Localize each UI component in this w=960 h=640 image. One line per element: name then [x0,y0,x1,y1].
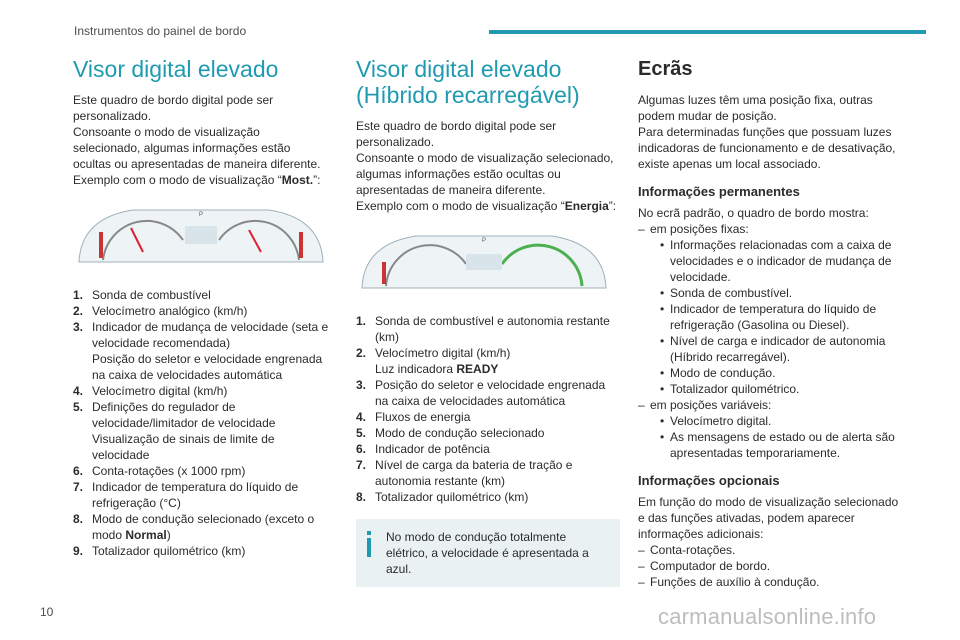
list-item: 7.Indicador de temperatura do líquido de… [73,480,299,510]
list-item: 9.Totalizador quilométrico (km) [73,544,246,558]
list-item: 7.Nível de carga da bateria de tração e … [356,458,573,488]
list-item: 5.Modo de condução selecionado [356,426,545,440]
list-item: •Sonda de combustível. [660,286,793,300]
list-item: •Modo de condução. [660,366,776,380]
section-title: Visor digital elevado [73,56,279,82]
list-item: 3.Posição do seletor e velocidade engren… [356,378,606,408]
list-item: 8.Modo de condução selecionado (exceto o… [73,512,315,542]
column-ecras: Ecrãs Algumas luzes têm uma posição fixa… [638,56,900,590]
paragraph: Consoante o modo de visualização selecio… [73,125,321,171]
list-item: •Velocímetro digital. [660,414,772,428]
legend-list: 1.Sonda de combustível 2.Velocímetro ana… [73,287,329,559]
list-item: 1.Sonda de combustível e autonomia resta… [356,314,610,344]
list-item: 2.Velocímetro digital (km/h)Luz indicado… [356,346,511,376]
paragraph: Algumas luzes têm uma posição fixa, outr… [638,93,873,123]
list-item: –em posições fixas: [638,222,749,236]
legend-list: 1.Sonda de combustível e autonomia resta… [356,313,620,505]
svg-text:P: P [482,238,486,244]
list-item: 3.Indicador de mudança de velocidade (se… [73,320,329,382]
paragraph: Este quadro de bordo digital pode ser pe… [73,93,274,123]
paragraph: Para determinadas funções que possuam lu… [638,125,896,171]
list-item: •Totalizador quilométrico. [660,382,800,396]
paragraph: Consoante o modo de visualização selecio… [356,151,614,197]
list-item: •Indicador de temperatura do líquido de … [660,302,877,332]
list-item: •As mensagens de estado ou de alerta são… [660,430,895,460]
list-item: 6.Indicador de potência [356,442,490,456]
paragraph: Exemplo com o modo de visualização “Ener… [356,199,617,213]
subheading: Informações opcionais [638,473,780,488]
list-item: –Computador de bordo. [638,559,771,573]
paragraph: No ecrã padrão, o quadro de bordo mostra… [638,206,869,220]
list-item: 4.Fluxos de energia [356,410,471,424]
list-item: 8.Totalizador quilométrico (km) [356,490,529,504]
list-item: •Nível de carga e indicador de autonomia… [660,334,886,364]
svg-text:P: P [199,212,203,218]
running-head-rule [489,30,926,34]
list-item: 6.Conta-rotações (x 1000 rpm) [73,464,246,478]
list-item: –em posições variáveis: [638,398,772,412]
list-item: •Informações relacionadas com a caixa de… [660,238,892,284]
paragraph: Exemplo com o modo de visualização “Most… [73,173,321,187]
instrument-cluster-figure: P [73,202,329,275]
column-visor-digital: Visor digital elevado Este quadro de bor… [73,56,329,559]
list-item: –Conta-rotações. [638,543,736,557]
subheading: Informações permanentes [638,184,800,199]
watermark: carmanualsonline.info [658,604,877,629]
paragraph: Este quadro de bordo digital pode ser pe… [356,119,557,149]
list-item: 4.Velocímetro digital (km/h) [73,384,228,398]
list-item: –Funções de auxílio à condução. [638,575,820,589]
list-item: 1.Sonda de combustível [73,288,211,302]
running-head: Instrumentos do painel de bordo [74,24,247,38]
column-visor-hibrido: Visor digital elevado (Híbrido recarregá… [356,56,620,587]
page-number: 10 [40,605,54,619]
info-note: No modo de condução totalmente elétrico,… [356,519,620,587]
list-item: 2.Velocímetro analógico (km/h) [73,304,248,318]
note-text: No modo de condução totalmente elétrico,… [386,530,589,576]
list-item: 5.Definições do regulador de velocidade/… [73,400,276,462]
section-title: Ecrãs [638,58,693,80]
paragraph: Em função do modo de visualização seleci… [638,495,899,541]
hybrid-cluster-figure: P [356,228,620,301]
section-title: Visor digital elevado (Híbrido recarregá… [356,56,580,108]
info-icon [367,531,371,557]
